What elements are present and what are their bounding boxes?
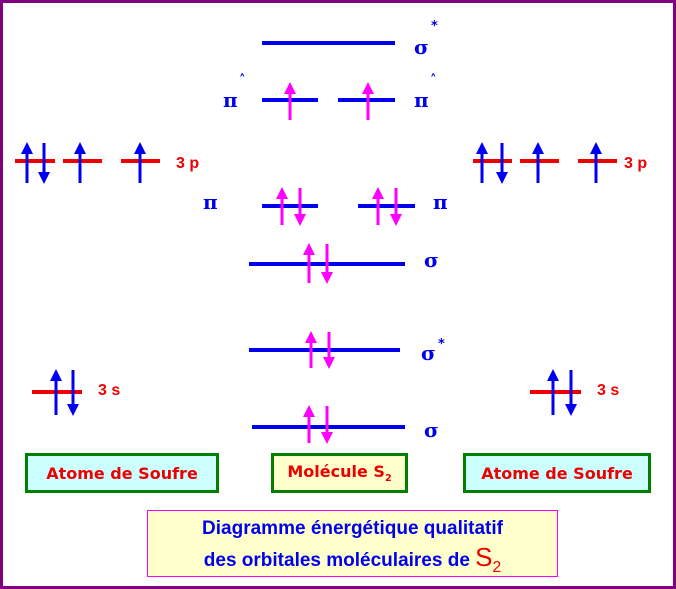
label-3p-right: 3 p	[624, 155, 647, 172]
label-sigma-star-2p: σ	[414, 35, 429, 59]
label-3s-left: 3 s	[98, 382, 120, 399]
caption-formula-sub: 2	[492, 559, 502, 577]
label-star: *	[438, 337, 445, 352]
label-star: ˄	[430, 73, 437, 88]
label-3p-left: 3 p	[176, 155, 199, 172]
right-atom-box: Atome de Soufre	[463, 453, 651, 493]
molecule-text: Molécule S	[287, 461, 385, 481]
label-star: ˄	[239, 73, 246, 88]
label-pi-star-left: π	[223, 88, 238, 112]
label-sigma-3s: σ	[424, 418, 439, 442]
label-pi-right: π	[433, 190, 448, 214]
caption-formula-s: S	[475, 542, 493, 572]
label-sigma-2p: σ	[424, 248, 439, 272]
molecule-subscript: 2	[384, 473, 392, 485]
caption-box: Diagramme énergétique qualitatif des orb…	[147, 510, 558, 577]
caption-line-2: des orbitales moléculaires de S2	[148, 543, 557, 582]
caption-formula: S2	[475, 542, 501, 576]
right-atom-label: Atome de Soufre	[481, 463, 633, 483]
molecule-label: Molécule S2	[287, 462, 391, 484]
caption-line-1: Diagramme énergétique qualitatif	[202, 518, 503, 539]
label-sigma-star-3s: σ	[421, 341, 436, 365]
label-3s-right: 3 s	[597, 382, 619, 399]
left-atom-label: Atome de Soufre	[46, 463, 198, 483]
label-pi-star-right: π	[414, 88, 429, 112]
caption-line-2-text: des orbitales moléculaires de	[203, 550, 476, 571]
molecule-box: Molécule S2	[271, 453, 408, 493]
label-pi-left: π	[203, 190, 218, 214]
left-atom-box: Atome de Soufre	[25, 453, 219, 493]
label-star: *	[431, 19, 438, 34]
